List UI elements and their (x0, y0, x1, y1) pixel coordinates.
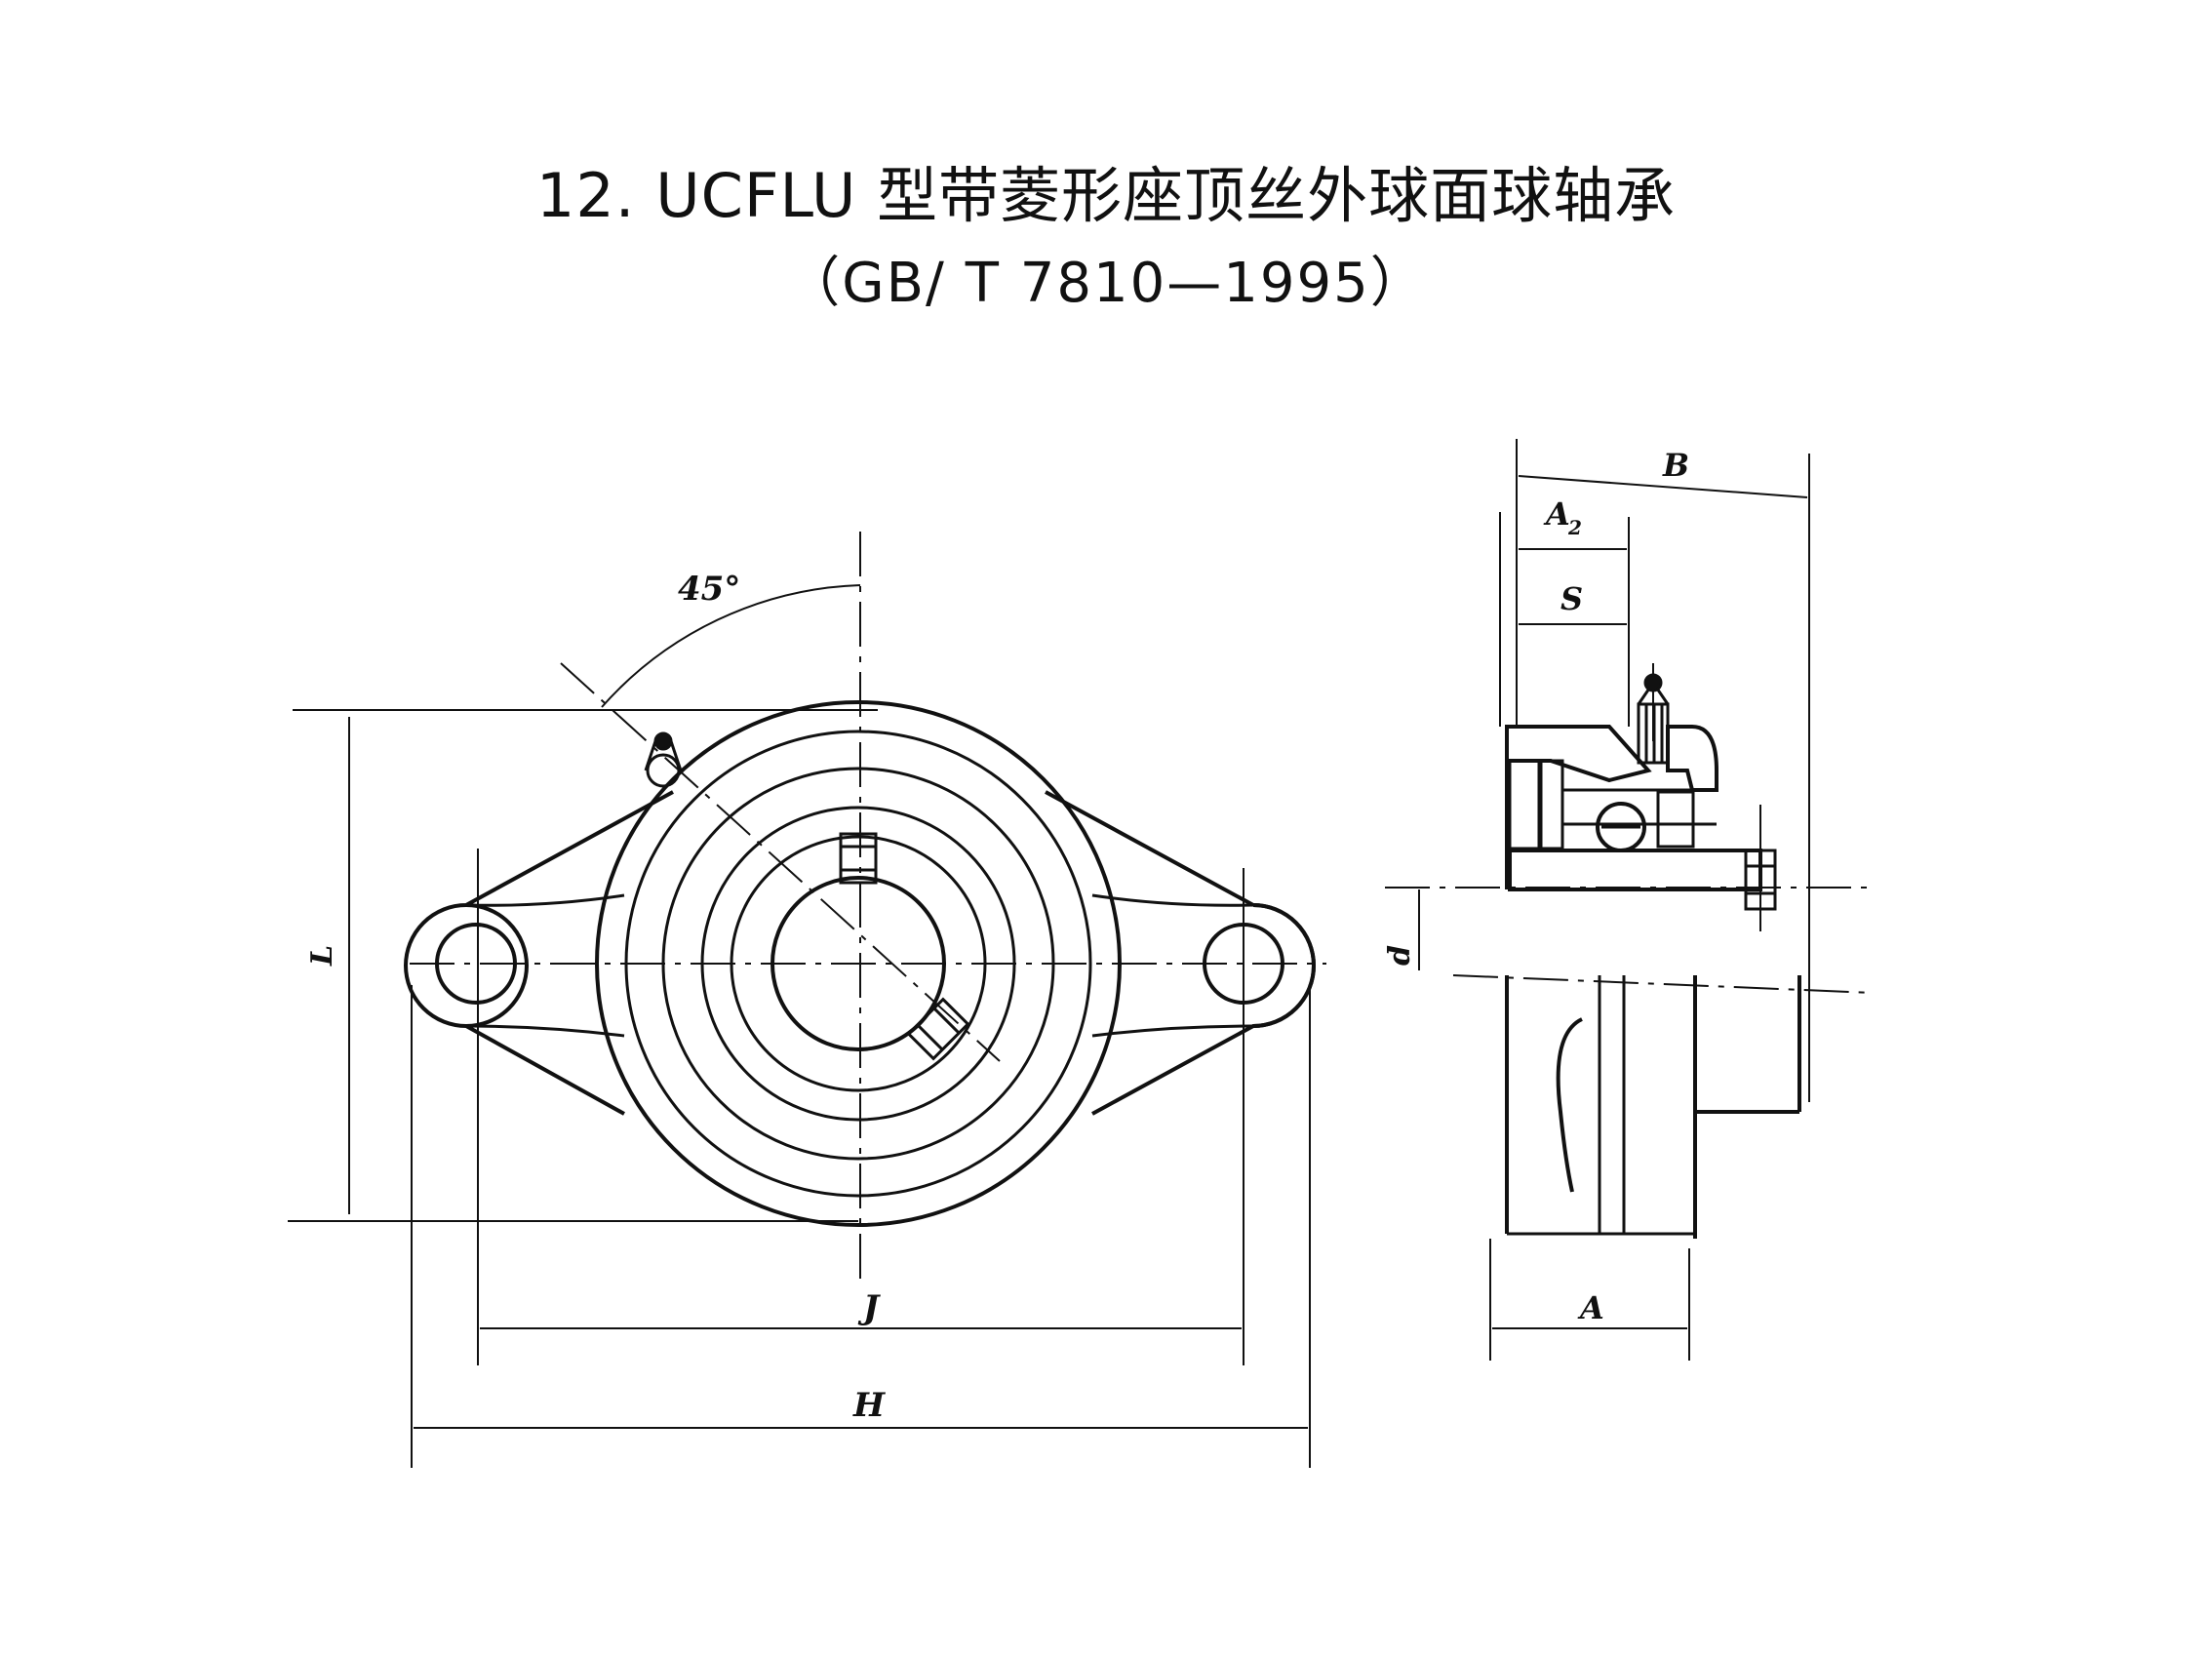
page-title: 12. UCFLU 型带菱形座顶丝外球面球轴承 (535, 160, 1677, 231)
grease-nipple-side (1637, 663, 1670, 765)
dim-A2-subscript: 2 (1567, 516, 1582, 539)
angle-label: 45° (678, 570, 740, 609)
dim-A-label: A (1577, 1289, 1604, 1326)
dim-B-label: B (1662, 447, 1689, 484)
dim-L-label: L (305, 945, 339, 967)
housing-section-top (1505, 725, 1652, 783)
dim-H-label: H (852, 1386, 887, 1425)
grease-nipple (644, 731, 683, 788)
dim-d-label: d (1383, 945, 1417, 966)
side-view: B A 2 S (1383, 439, 1874, 1361)
front-view: 45° L J H (288, 532, 1326, 1468)
dim-J-label: J (857, 1288, 881, 1327)
set-screw-side (1744, 805, 1777, 931)
dim-S-label: S (1560, 580, 1583, 617)
set-screw-top (839, 832, 878, 885)
housing-section-bottom (1508, 849, 1762, 891)
ball (1596, 802, 1646, 852)
standard-subtitle: （GB/ T 7810—1995） (785, 252, 1427, 315)
set-screw-diagonal (906, 997, 970, 1061)
dim-A2-label: A (1543, 495, 1570, 533)
